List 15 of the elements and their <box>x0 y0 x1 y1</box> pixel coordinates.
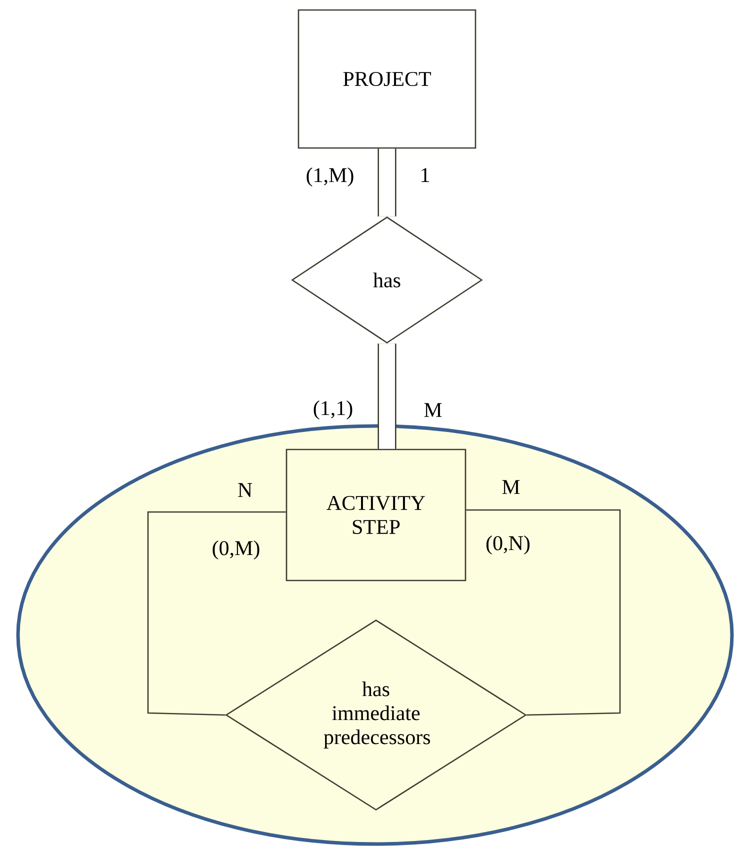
cardinality-label: (0,M) <box>212 540 260 560</box>
connector-line <box>147 511 286 716</box>
cardinality-label: (0,N) <box>486 535 530 555</box>
connector-line <box>466 509 621 716</box>
ellipse-region <box>16 424 734 846</box>
connector-line <box>378 344 396 449</box>
entity-box: ACTIVITY STEP <box>286 448 466 582</box>
cardinality-label: M <box>424 403 442 417</box>
cardinality-label: (1,M) <box>306 167 354 187</box>
cardinality-label: 1 <box>422 168 429 182</box>
cardinality-label: N <box>238 483 252 497</box>
cardinality-label: (1,1) <box>314 400 352 420</box>
connector-line <box>378 148 396 216</box>
entity-box: PROJECT <box>298 9 476 149</box>
cardinality-label: M <box>502 480 520 494</box>
